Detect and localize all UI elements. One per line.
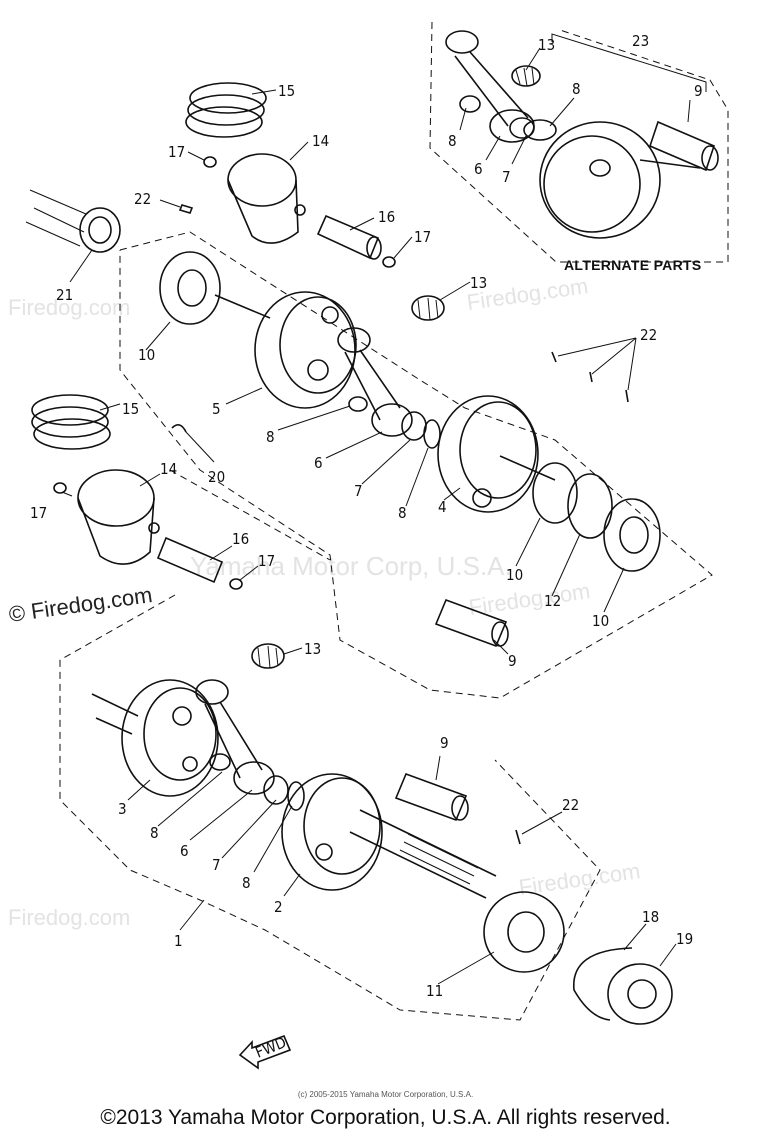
- lower-piston-pin: [156, 536, 224, 584]
- callout-17: 17: [258, 552, 275, 570]
- callout-16: 16: [232, 530, 249, 548]
- callout-22: 22: [562, 796, 579, 814]
- callout-6: 6: [180, 842, 189, 860]
- callout-8: 8: [242, 874, 251, 892]
- crank-wheel-2: [281, 773, 383, 891]
- callout-13: 13: [304, 640, 321, 658]
- circlip-17: [382, 256, 396, 268]
- callout-19: 19: [676, 930, 693, 948]
- callout-14: 14: [160, 460, 177, 478]
- watermark-yamaha: Yamaha Motor Corp, U.S.A.: [190, 551, 512, 581]
- callout-9: 9: [508, 652, 517, 670]
- con-rod-middle: [337, 327, 413, 437]
- main-shaft: [349, 809, 497, 899]
- callout-22: 22: [640, 326, 657, 344]
- callout-18: 18: [642, 908, 659, 926]
- callout-17: 17: [168, 143, 185, 161]
- callout-8: 8: [572, 80, 581, 98]
- bearing-12: [483, 891, 565, 973]
- watermark-firedog: Firedog.com: [8, 905, 130, 930]
- alt-crank-wheel: [509, 117, 701, 239]
- watermark-firedog: Firedog.com: [8, 295, 130, 320]
- callout-22: 22: [134, 190, 151, 208]
- con-rod-lower: [195, 679, 275, 795]
- dowel-pin-22: [178, 204, 194, 214]
- small-copyright-notice: (c) 2005-2015 Yamaha Motor Corporation, …: [297, 1090, 474, 1099]
- dowel-pin-22: [515, 829, 521, 845]
- callout-9: 9: [694, 82, 703, 100]
- bearing-7-washers-middle: [401, 411, 441, 449]
- key-20: [171, 424, 187, 433]
- bearing-7-washers-lower: [263, 775, 305, 811]
- callout-5: 5: [212, 400, 221, 418]
- alternate-parts-label: ALTERNATE PARTS: [564, 257, 702, 273]
- dowel-pins-22: [551, 351, 629, 403]
- watermark-firedog-dark: © Firedog.com: [7, 582, 154, 627]
- circlip-17: [53, 482, 67, 494]
- callout-21: 21: [56, 286, 73, 304]
- oil-seal-19: [607, 963, 673, 1025]
- callout-14: 14: [312, 132, 329, 150]
- alt-needle-bearing: [511, 65, 541, 87]
- callout-11: 12: [544, 592, 561, 610]
- callout-8: 8: [150, 824, 159, 842]
- callout-15: 15: [122, 400, 139, 418]
- callout-9: 9: [440, 734, 449, 752]
- alt-crank-pin: [649, 120, 719, 172]
- callout-23: 23: [632, 32, 649, 50]
- callout-8: 8: [398, 504, 407, 522]
- callout-17: 17: [414, 228, 431, 246]
- upper-piston-rings: [185, 82, 267, 138]
- circlip-17: [203, 156, 217, 168]
- oil-seal-21: [25, 189, 121, 253]
- callout-7: 7: [212, 856, 221, 874]
- crank-wheel-5: [214, 291, 357, 409]
- watermark-firedog: Firedog.com: [467, 578, 592, 620]
- leader-lines: [61, 47, 691, 985]
- fwd-arrow-icon: FWD: [238, 1033, 292, 1070]
- callout-10: 10: [506, 566, 523, 584]
- callout-6: 6: [474, 160, 483, 178]
- callout-15: 15: [278, 82, 295, 100]
- lower-piston: [77, 469, 160, 565]
- bearing-10-seal-11-right: [532, 462, 661, 572]
- callout-20: 20: [208, 468, 225, 486]
- circlip-18: [573, 947, 633, 1021]
- crank-wheel-4: [437, 395, 556, 513]
- callout-13: 13: [538, 36, 555, 54]
- callout-12: 11: [426, 982, 443, 1000]
- crank-pin-9-lower: [394, 772, 469, 822]
- needle-bearing-13-lower: [251, 643, 285, 669]
- callout-7: 7: [502, 168, 511, 186]
- callout-13: 13: [470, 274, 487, 292]
- callout-7: 7: [354, 482, 363, 500]
- callout-17: 17: [30, 504, 47, 522]
- callout-10: 10: [592, 612, 609, 630]
- upper-piston-pin: [316, 214, 382, 260]
- callout-6: 6: [314, 454, 323, 472]
- callout-8: 8: [448, 132, 457, 150]
- bearing-10-left: [159, 251, 221, 325]
- callout-16: 16: [378, 208, 395, 226]
- callout-3: 3: [118, 800, 127, 818]
- callout-8: 8: [266, 428, 275, 446]
- callout-numbers: 23 13 8 9 8 6 7 15 14 17 22 16 17 21 13 …: [30, 32, 703, 1000]
- callout-10: 10: [138, 346, 155, 364]
- callout-4: 4: [438, 498, 447, 516]
- needle-bearing-13-middle: [411, 295, 445, 321]
- main-copyright-notice: ©2013 Yamaha Motor Corporation, U.S.A. A…: [100, 1106, 671, 1129]
- assembly-outlines: [59, 21, 729, 1021]
- lower-piston-rings: [31, 394, 111, 450]
- callout-2: 2: [274, 898, 283, 916]
- callout-1: 1: [174, 932, 183, 950]
- upper-piston: [227, 153, 306, 244]
- circlip-17: [229, 578, 243, 590]
- alt-connecting-rod: [445, 30, 535, 143]
- crank-wheel-3: [91, 679, 219, 797]
